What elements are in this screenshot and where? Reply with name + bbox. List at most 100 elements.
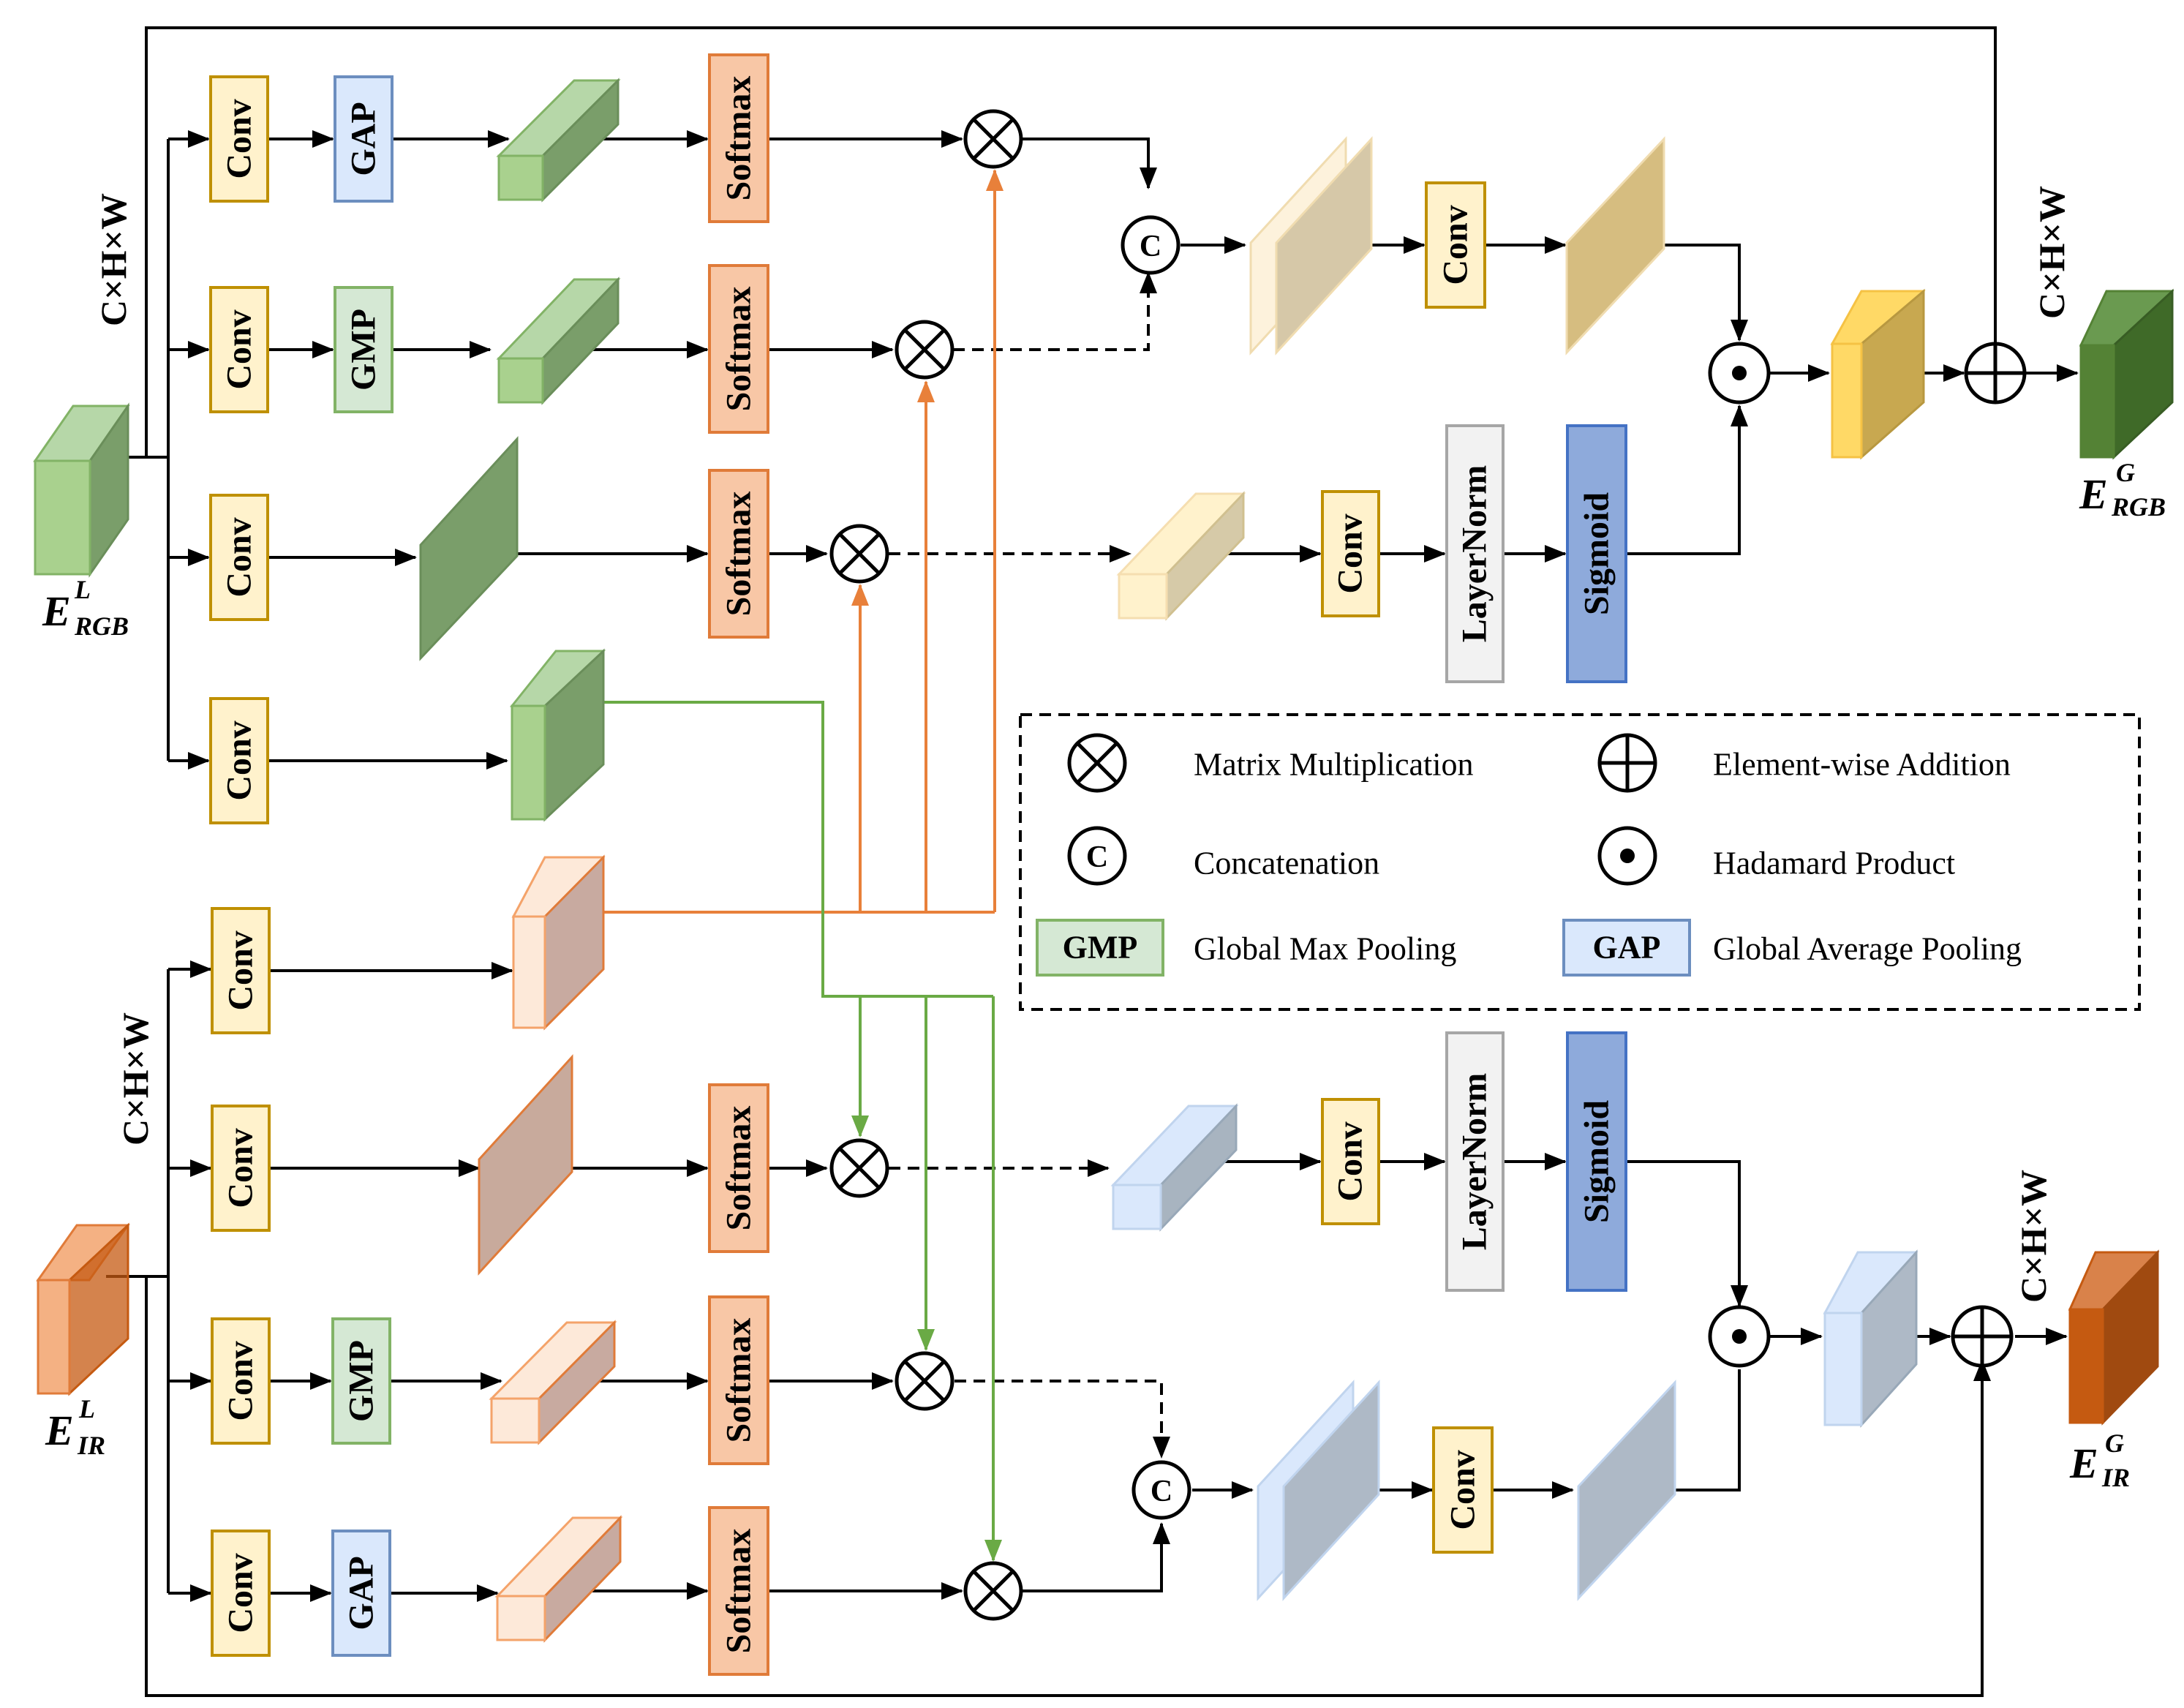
ir-output-dims: C×H×W [2013, 1170, 2054, 1303]
ir-key-tensor [511, 854, 606, 1031]
ir-conv-2: Conv [211, 1105, 271, 1232]
rgb-output-tensor [2079, 288, 2174, 460]
rgb-branch-conv: Conv [1321, 490, 1380, 617]
ir-matmul-2-icon [895, 1351, 954, 1411]
rgb-softmax-3-label: Softmax [720, 492, 758, 617]
rgb-input-sup: L [74, 575, 91, 604]
rgb-input-label: E [42, 587, 71, 635]
ir-gap-label: GAP [342, 1556, 381, 1630]
ir-input-tensor [36, 1222, 130, 1396]
ir-layernorm-label: LayerNorm [1456, 1073, 1494, 1251]
ir-concat-conv-plane [1577, 1380, 1676, 1601]
rgb-softmax-3: Softmax [708, 469, 769, 639]
rgb-matmul-1-icon [963, 109, 1023, 169]
legend-add-label: Element-wise Addition [1713, 747, 2011, 783]
ir-output-tensor [2068, 1249, 2160, 1426]
rgb-sigmoid: Sigmoid [1566, 424, 1627, 683]
ir-weighted-tensor [1823, 1249, 1918, 1428]
rgb-input-dims: C×H×W [93, 193, 134, 326]
rgb-conv-4-label: Conv [220, 721, 259, 800]
rgb-gap-block: GAP [334, 75, 394, 203]
ir-hadamard-icon [1708, 1305, 1771, 1368]
ir-sigmoid-label: Sigmoid [1578, 1100, 1616, 1223]
rgb-add-icon [1964, 342, 2027, 405]
rgb-weighted-tensor [1830, 288, 1926, 460]
ir-output-label: E [2069, 1440, 2098, 1487]
rgb-layernorm-label: LayerNorm [1456, 465, 1494, 643]
ir-softmax-3: Softmax [708, 1506, 769, 1676]
legend-gmp-label: Global Max Pooling [1194, 931, 1456, 967]
ir-matmul-1-icon [829, 1138, 889, 1198]
ir-concat-feature [1257, 1380, 1380, 1601]
ir-gap-block: GAP [331, 1530, 391, 1657]
ir-conv-1: Conv [211, 907, 271, 1034]
ir-concat-conv: Conv [1432, 1426, 1494, 1554]
ir-conv-4: Conv [211, 1530, 271, 1657]
legend-gap-label: Global Average Pooling [1713, 931, 2022, 967]
ir-input-sup: L [78, 1394, 95, 1423]
ir-branch-conv: Conv [1321, 1098, 1380, 1225]
ir-conv-plane [478, 1054, 573, 1276]
rgb-concat-conv: Conv [1425, 181, 1486, 309]
rgb-softmax-1-label: Softmax [720, 76, 758, 201]
rgb-gmp-feature [496, 276, 621, 405]
legend-gap-box: GAP [1562, 919, 1691, 977]
ir-layernorm: LayerNorm [1445, 1031, 1505, 1292]
legend-concat-label: Concatenation [1194, 846, 1379, 881]
rgb-sigmoid-label: Sigmoid [1578, 492, 1616, 615]
rgb-gmp-block: GMP [334, 286, 394, 413]
ir-add-icon [1951, 1305, 2014, 1368]
ir-matmul-3-icon [963, 1561, 1023, 1621]
rgb-concat-feature [1249, 136, 1373, 355]
rgb-gap-label: GAP [344, 102, 383, 176]
legend-concat-icon: C [1067, 826, 1127, 886]
legend-matmul-label: Matrix Multiplication [1194, 747, 1474, 783]
ir-sigmoid: Sigmoid [1566, 1031, 1627, 1292]
ir-conv-2-label: Conv [222, 1128, 260, 1208]
rgb-concat-conv-plane [1565, 136, 1665, 355]
rgb-output-label: E [2079, 470, 2108, 518]
rgb-gap-feature [496, 78, 621, 203]
legend-gap-box-label: GAP [1593, 930, 1661, 966]
ir-output-sup: G [2105, 1429, 2124, 1458]
legend-matmul-icon [1067, 733, 1127, 793]
rgb-output-sup: G [2116, 458, 2135, 487]
ir-gmp-label: GMP [342, 1340, 381, 1422]
ir-softmax-1-label: Softmax [720, 1106, 758, 1231]
rgb-layernorm: LayerNorm [1445, 424, 1505, 683]
rgb-softmax-2: Softmax [708, 264, 769, 434]
rgb-output-sub: RGB [2111, 492, 2166, 522]
rgb-conv-1-label: Conv [220, 99, 259, 178]
ir-gmp-block: GMP [331, 1317, 391, 1445]
ir-conv-3: Conv [211, 1317, 271, 1445]
rgb-matmul-3-icon [829, 524, 889, 584]
rgb-concat-conv-label: Conv [1436, 205, 1475, 285]
blocks: Conv Conv Conv Conv GAP GMP Softmax [209, 53, 1627, 1676]
ir-concat-conv-label: Conv [1444, 1450, 1483, 1530]
ir-softmax-2: Softmax [708, 1295, 769, 1465]
ir-gmp-feature [489, 1320, 617, 1445]
variable-labels: E L RGB E L IR E G RGB E G IR [42, 458, 2166, 1492]
rgb-conv-1: Conv [209, 75, 269, 203]
rgb-input-tensor [33, 402, 130, 578]
rgb-gmp-label: GMP [344, 309, 383, 391]
rgb-conv-2: Conv [209, 286, 269, 413]
ir-conv-4-label: Conv [222, 1553, 260, 1633]
rgb-softmax-1: Softmax [708, 53, 769, 223]
ir-gap-feature [494, 1515, 623, 1643]
legend-hadamard-label: Hadamard Product [1713, 846, 1955, 881]
rgb-value-tensor [509, 648, 606, 822]
ir-concat-symbol: C [1151, 1475, 1172, 1508]
ir-softmax-3-label: Softmax [720, 1529, 758, 1654]
rgb-conv-3: Conv [209, 494, 269, 621]
legend-concat-symbol: C [1086, 840, 1108, 874]
ir-conv-3-label: Conv [222, 1341, 260, 1421]
legend-hadamard-icon [1597, 826, 1657, 886]
rgb-conv-2-label: Conv [220, 309, 259, 389]
connection-lines [106, 26, 2079, 1697]
legend-gmp-box: GMP [1036, 919, 1164, 977]
rgb-output-dims: C×H×W [2031, 186, 2072, 319]
rgb-conv-3-label: Conv [220, 517, 259, 597]
ir-input-label: E [45, 1407, 74, 1454]
rgb-hadamard-icon [1708, 342, 1771, 405]
